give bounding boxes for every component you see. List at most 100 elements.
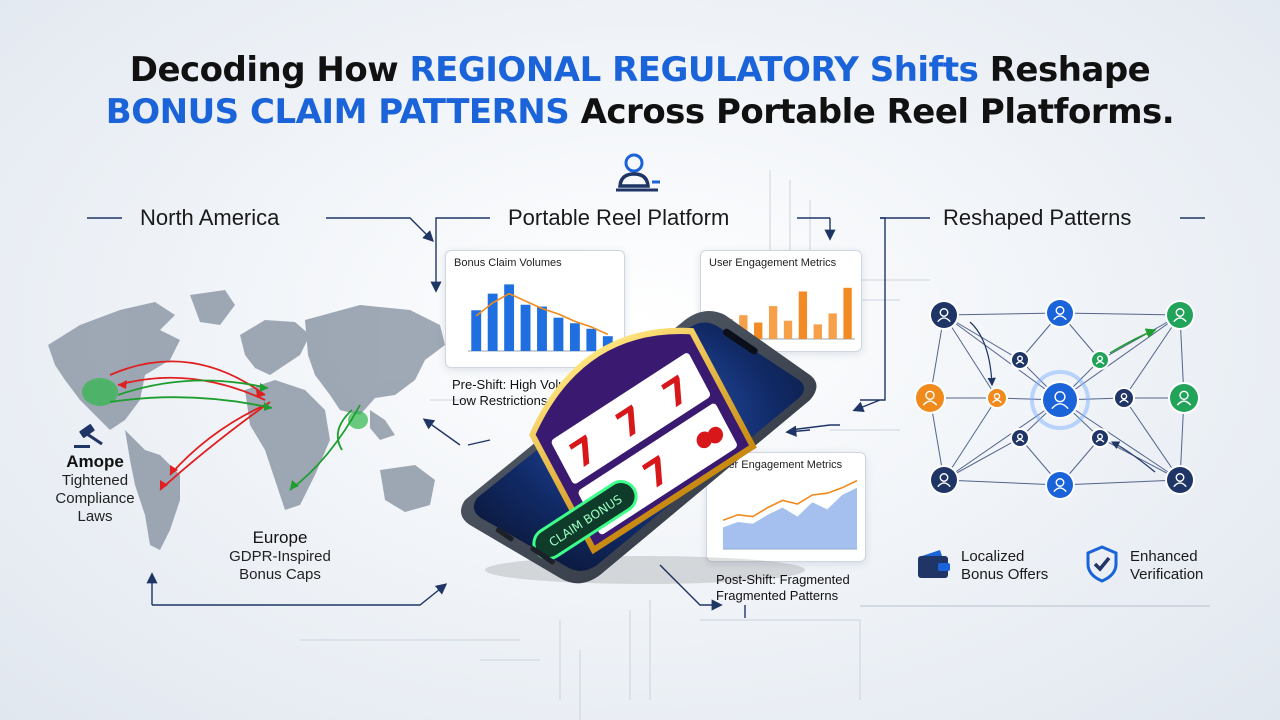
network-node: [1047, 300, 1073, 326]
chart-1-bar: [520, 304, 531, 351]
region-amope-desc-1: Tightened: [61, 472, 129, 489]
network-node-person-head: [1055, 478, 1065, 487]
pre-shift-label: Pre-Shift: High Volume, Low Restrictions: [452, 377, 587, 409]
network-edge: [943, 399, 1061, 481]
section-header-platform: Portable Reel Platform: [508, 205, 730, 230]
network-node: [1043, 383, 1077, 417]
shield-check-icon: [1086, 545, 1118, 583]
badge-localized-line-2: Bonus Offers: [961, 566, 1049, 583]
chart-3-line: [722, 479, 858, 521]
chart-1-svg: [468, 284, 616, 352]
chart-1-title: Bonus Claim Volumes: [454, 257, 562, 269]
network-node-person-head: [1055, 306, 1065, 315]
phone-slot-machine: 777 77 CLAIM BONUS: [461, 311, 817, 584]
network-node: [1167, 302, 1193, 328]
pre-shift-line-1: Pre-Shift: High Volume,: [452, 377, 588, 392]
section-header-reshaped: Reshaped Patterns: [943, 205, 1132, 230]
network-edge: [1059, 312, 1181, 316]
page-title-line-2: BONUS CLAIM PATTERNS Across Portable Ree…: [105, 92, 1175, 132]
network-node-person-body: [1015, 361, 1025, 365]
network-node: [931, 467, 957, 493]
network-edge: [943, 479, 1061, 486]
region-amope-label: Amope: [66, 452, 124, 471]
network-node-person-body: [992, 399, 1002, 404]
chart-1-bar: [471, 310, 482, 351]
network-node: [916, 384, 944, 412]
network-node-person-head: [1175, 308, 1185, 317]
chart-2-bar: [768, 306, 778, 339]
network-node: [1167, 467, 1193, 493]
wallet-icon: [918, 550, 950, 578]
post-shift-label: Post-Shift: Fragmented Fragmented Patter…: [716, 572, 850, 604]
network-node-person-body: [937, 317, 951, 323]
pre-shift-line-2: Low Restrictions: [452, 393, 548, 408]
chart-1-bar: [504, 284, 515, 351]
chart-2-bar: [828, 313, 837, 339]
region-europe-label: Europe: [252, 528, 308, 547]
gavel-icon: [74, 424, 103, 448]
network-node: [1012, 352, 1028, 368]
chart-card-engagement-trend: User Engagement Metrics: [706, 452, 866, 562]
network-node-person-body: [1015, 439, 1025, 443]
post-shift-line-2: Fragmented Patterns: [716, 588, 839, 603]
chart-1-line: [475, 292, 609, 336]
post-shift-line-1: Post-Shift: Fragmented: [716, 572, 850, 587]
network-graph: [914, 298, 1200, 500]
chart-2-bar: [843, 287, 852, 339]
user-manager-icon: [616, 153, 660, 192]
network-edge: [943, 312, 1061, 316]
chart-2-title: User Engagement Metrics: [709, 257, 837, 269]
network-node: [1092, 352, 1108, 368]
network-arrow: [969, 321, 996, 387]
chart-2-bar: [798, 291, 808, 339]
region-amope-desc-2: Compliance: [55, 490, 135, 507]
network-node-person-body: [1053, 315, 1067, 321]
network-node-person-head: [939, 473, 949, 482]
chart-1-bar: [553, 317, 564, 351]
chart-1-bar: [487, 293, 498, 351]
chart-1-bar: [602, 336, 613, 351]
network-node-person-head: [1054, 391, 1066, 403]
badge-localized-offers: Localized Bonus Offers: [961, 548, 1048, 584]
network-node-person-body: [1173, 482, 1187, 488]
network-node-person-head: [1175, 473, 1185, 482]
network-node-person-head: [925, 390, 935, 401]
network-node-person-head: [939, 308, 949, 317]
network-edge: [943, 314, 1061, 401]
chart-3-area: [723, 487, 857, 549]
network-edge: [1123, 397, 1181, 481]
network-node-person-head: [1016, 355, 1024, 362]
network-node-person-body: [1173, 317, 1187, 323]
badge-enhanced-verification: Enhanced Verification: [1130, 548, 1203, 584]
network-node-person-body: [1051, 403, 1069, 410]
network-node: [1012, 430, 1028, 446]
chart-3-title: User Engagement Metrics: [715, 459, 843, 471]
network-node-person-body: [1119, 399, 1129, 404]
network-node-person-head: [1096, 355, 1104, 362]
network-node-person-head: [1096, 433, 1104, 440]
network-node: [988, 389, 1006, 407]
section-header-north-america: North America: [140, 205, 280, 230]
badge-localized-line-1: Localized: [961, 548, 1025, 565]
world-map: [48, 290, 445, 550]
network-node: [1170, 384, 1198, 412]
chart-1-bar: [537, 306, 547, 351]
region-amope-block: Amope Tightened Compliance Laws: [45, 452, 145, 526]
network-node-person-body: [922, 400, 938, 406]
network-node-person-body: [937, 482, 951, 488]
network-edge: [943, 397, 998, 481]
network-node-person-body: [1095, 439, 1105, 443]
network-edge: [1059, 399, 1181, 481]
network-node: [1047, 472, 1073, 498]
network-arrow: [1110, 441, 1156, 473]
chart-2-bar: [739, 315, 748, 339]
badge-verification-line-1: Enhanced: [1130, 548, 1198, 565]
network-node-person-head: [1179, 390, 1189, 401]
network-edge: [1059, 479, 1181, 486]
network-edge: [1059, 314, 1181, 401]
chart-2-bar: [783, 320, 793, 339]
network-node-person-head: [1120, 392, 1128, 400]
network-hub-glow: [1030, 370, 1090, 430]
chart-1-bar: [569, 323, 580, 351]
network-node-person-head: [993, 392, 1001, 400]
